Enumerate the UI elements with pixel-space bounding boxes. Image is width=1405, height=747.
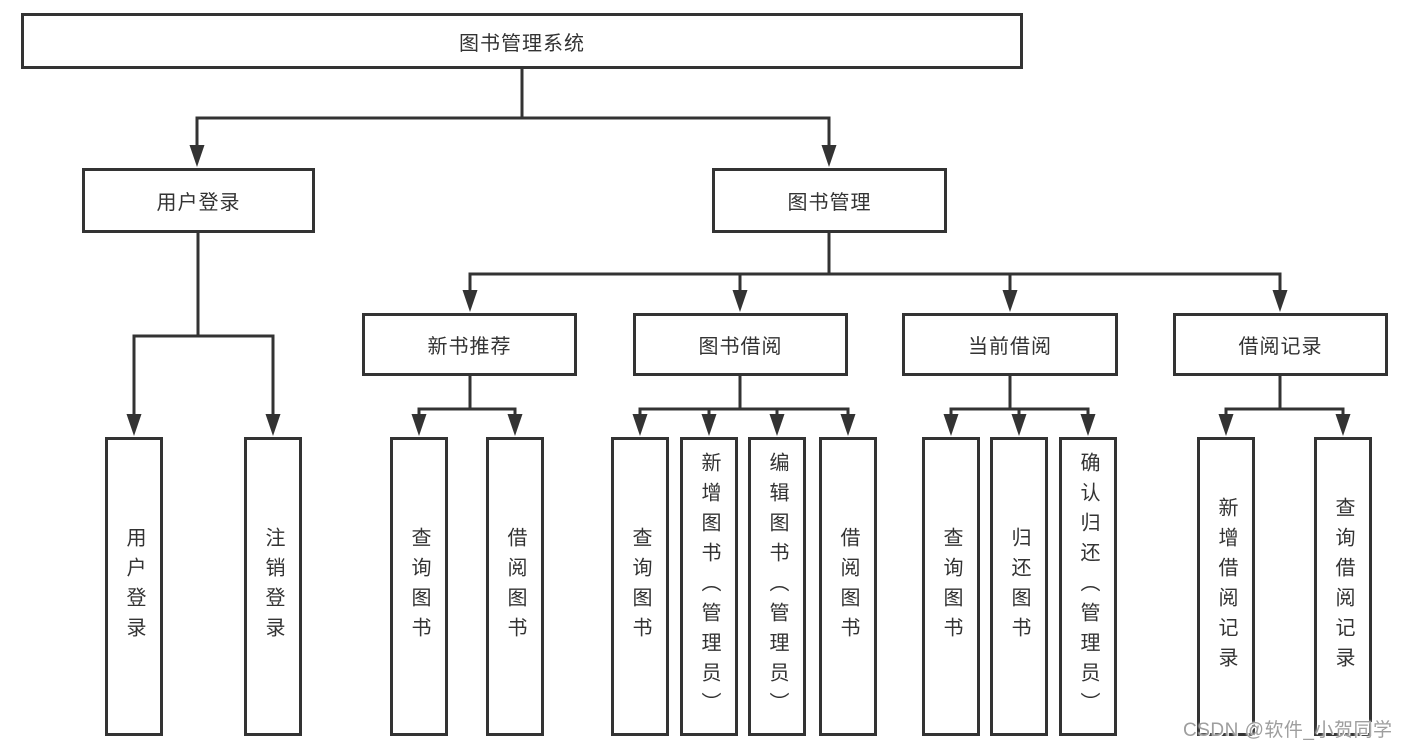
node-root: 图书管理系统 (21, 13, 1023, 69)
node-new-book-recommend-label: 新书推荐 (427, 336, 512, 358)
node-user-login: 用户登录 (82, 168, 315, 233)
leaf-add-borrow-record-label: 新增借阅记录 (1215, 496, 1237, 677)
node-book-management: 图书管理 (712, 168, 947, 233)
leaf-return-books-label: 归还图书 (1008, 526, 1030, 647)
leaf-confirm-return-admin: 确认归还（管理员） (1059, 437, 1117, 736)
node-user-login-label: 用户登录 (156, 192, 241, 214)
leaf-confirm-return-admin-label: 确认归还（管理员） (1077, 451, 1099, 722)
leaf-query-books-2-label: 查询图书 (629, 526, 651, 647)
leaf-query-borrow-record-label: 查询借阅记录 (1332, 496, 1354, 677)
leaf-borrow-books-1-label: 借阅图书 (504, 526, 526, 647)
node-borrowing-records-label: 借阅记录 (1238, 336, 1323, 358)
node-current-borrowing: 当前借阅 (902, 313, 1118, 376)
leaf-edit-book-admin-label: 编辑图书（管理员） (766, 451, 788, 722)
node-new-book-recommend: 新书推荐 (362, 313, 577, 376)
leaf-logout: 注销登录 (244, 437, 302, 736)
leaf-query-books-2: 查询图书 (611, 437, 669, 736)
node-book-borrowing: 图书借阅 (633, 313, 848, 376)
node-borrowing-records: 借阅记录 (1173, 313, 1388, 376)
leaf-query-books-3: 查询图书 (922, 437, 980, 736)
leaf-logout-label: 注销登录 (262, 526, 284, 647)
node-root-label: 图书管理系统 (459, 32, 585, 55)
leaf-user-login-label: 用户登录 (123, 526, 145, 647)
leaf-borrow-books-2: 借阅图书 (819, 437, 877, 736)
csdn-watermark: CSDN @软件_小贺同学 (1183, 720, 1393, 741)
leaf-borrow-books-2-label: 借阅图书 (837, 526, 859, 647)
leaf-add-book-admin-label: 新增图书（管理员） (698, 451, 720, 722)
leaf-query-borrow-record: 查询借阅记录 (1314, 437, 1372, 736)
leaf-query-books-1-label: 查询图书 (408, 526, 430, 647)
leaf-user-login: 用户登录 (105, 437, 163, 736)
leaf-add-book-admin: 新增图书（管理员） (680, 437, 738, 736)
node-book-management-label: 图书管理 (787, 192, 872, 214)
leaf-return-books: 归还图书 (990, 437, 1048, 736)
leaf-edit-book-admin: 编辑图书（管理员） (748, 437, 806, 736)
leaf-query-books-3-label: 查询图书 (940, 526, 962, 647)
leaf-add-borrow-record: 新增借阅记录 (1197, 437, 1255, 736)
leaf-query-books-1: 查询图书 (390, 437, 448, 736)
node-book-borrowing-label: 图书借阅 (698, 336, 783, 358)
leaf-borrow-books-1: 借阅图书 (486, 437, 544, 736)
node-current-borrowing-label: 当前借阅 (968, 336, 1052, 358)
